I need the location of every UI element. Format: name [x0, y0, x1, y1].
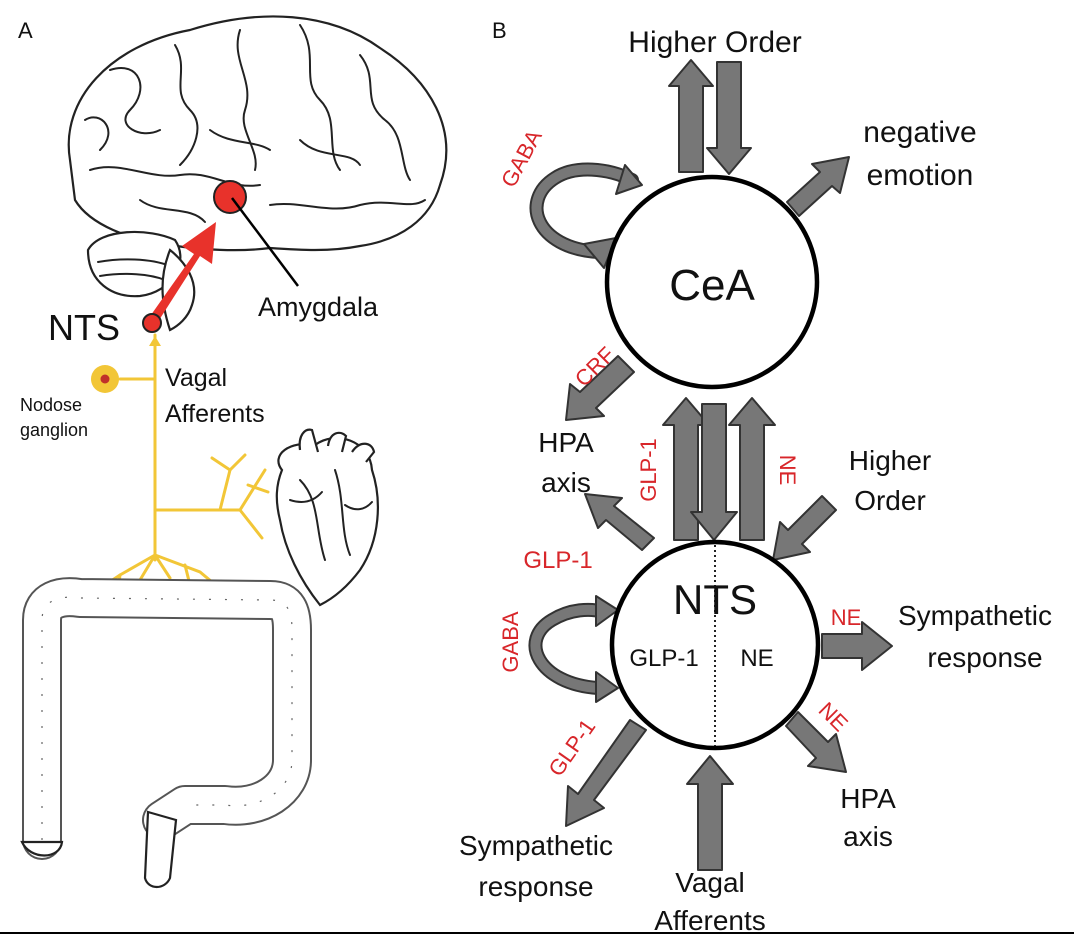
nts-glp1-label: GLP-1: [629, 645, 698, 672]
higher-order-right-line2: Order: [854, 485, 926, 516]
nodose-ganglion-line1: Nodose: [20, 395, 82, 415]
hpa-axis-left-line2: axis: [541, 467, 591, 498]
sympathetic-left-line2: response: [478, 871, 593, 902]
sympathetic-left-line1: Sympathetic: [459, 830, 613, 861]
bottom-rule: [0, 932, 1074, 934]
arrow-higher-order-to-cea: [706, 61, 752, 175]
nts-to-amygdala-arrow: [146, 222, 216, 328]
arrow-nts-to-sympathetic-right: [821, 621, 893, 671]
negative-emotion-line2: emotion: [867, 159, 974, 192]
nodose-ganglion-line2: ganglion: [20, 420, 88, 440]
transmitter-glp1-symp: GLP-1: [543, 714, 600, 780]
panel-b-arrows: [528, 59, 893, 871]
intestine-illustration: [20, 577, 312, 889]
arrow-cea-to-hpa: [565, 355, 635, 421]
arrow-nts-to-hpa-right: [785, 711, 847, 773]
transmitter-ne-mid: NE: [775, 455, 800, 486]
transmitter-gaba-top: GABA: [496, 125, 547, 191]
amygdala-pointer-line: [231, 197, 299, 287]
higher-order-right-line1: Higher: [849, 445, 931, 476]
transmitter-ne-hpa: NE: [814, 697, 853, 736]
cea-node: [604, 174, 820, 390]
sympathetic-right-line1: Sympathetic: [898, 600, 1052, 631]
transmitter-glp1-mid: GLP-1: [636, 438, 661, 502]
arrow-vagal-to-nts: [686, 755, 734, 871]
sympathetic-right-line2: response: [927, 642, 1042, 673]
hpa-axis-right-line1: HPA: [840, 783, 896, 814]
panel-a: A Amygdala NTS: [18, 15, 448, 889]
vagal-afferents-a-line2: Afferents: [165, 400, 265, 428]
nts-marker: [142, 313, 162, 333]
brain-illustration: [67, 15, 448, 332]
hpa-axis-right-line2: axis: [843, 821, 893, 852]
transmitter-ne-symp: NE: [831, 605, 862, 630]
amygdala-label: Amygdala: [258, 292, 379, 322]
arrow-nts-to-sympathetic-left: [565, 719, 647, 827]
panel-b-letter: B: [492, 18, 507, 43]
arrow-cea-to-nts: [690, 403, 738, 541]
vagal-afferents-a-line1: Vagal: [165, 364, 227, 392]
transmitter-gaba-bottom: GABA: [498, 611, 523, 672]
arrow-nts-to-hpa-left: [584, 493, 655, 551]
heart-illustration: [275, 428, 379, 607]
cea-label: CeA: [669, 261, 755, 310]
negative-emotion-line1: negative: [863, 116, 976, 149]
hpa-axis-left-line1: HPA: [538, 427, 594, 458]
arrow-cea-to-higher-order: [668, 59, 714, 173]
nts-label-a: NTS: [48, 307, 120, 348]
arrow-higher-order-to-nts: [772, 495, 837, 561]
transmitter-glp1-left: GLP-1: [523, 547, 592, 574]
panel-b: B: [459, 18, 1052, 936]
nts-label-b: NTS: [673, 576, 757, 623]
arrow-nts-to-cea-ne: [728, 397, 776, 541]
nts-ne-label: NE: [740, 645, 773, 672]
vagal-afferents-b-line1: Vagal: [675, 867, 745, 898]
arrow-cea-to-negative-emotion: [786, 156, 850, 217]
vagal-afferents-b-line2: Afferents: [654, 905, 766, 936]
panel-a-letter: A: [18, 18, 33, 43]
higher-order-top-label: Higher Order: [628, 26, 801, 59]
